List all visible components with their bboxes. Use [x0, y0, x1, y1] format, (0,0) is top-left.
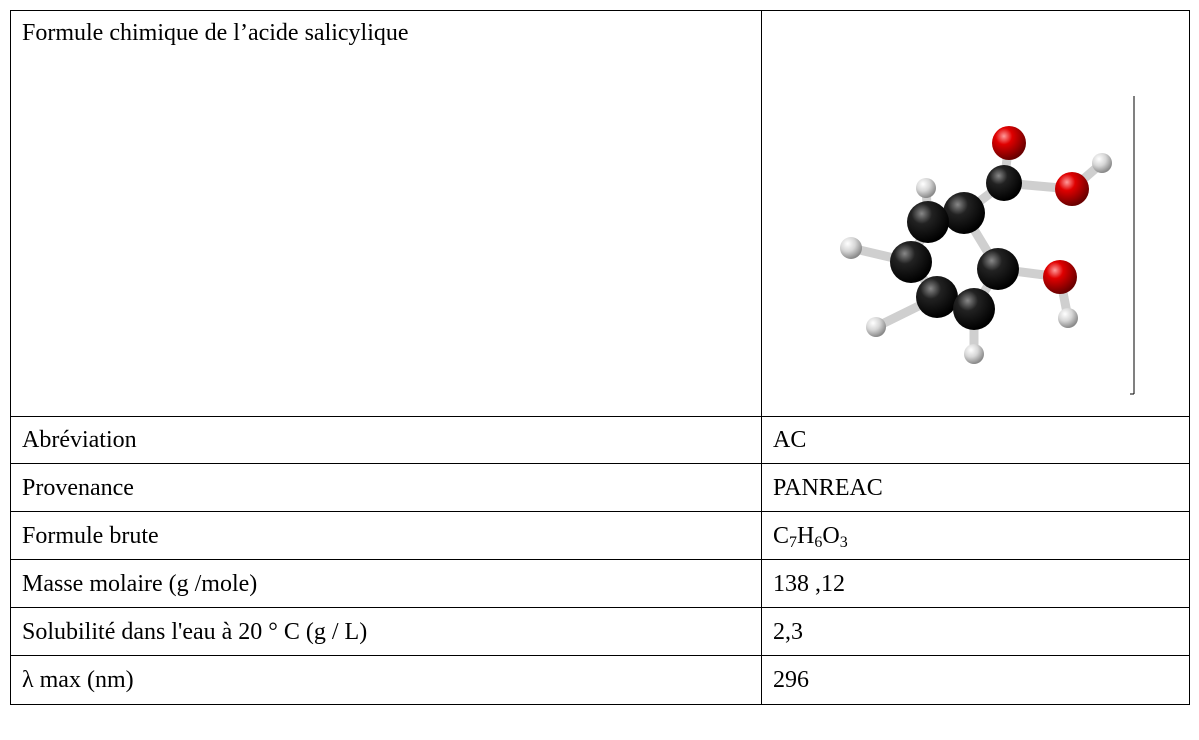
table-row: Masse molaire (g /mole) 138 ,12 [10, 559, 1190, 608]
molecule-atoms [840, 126, 1112, 364]
table-row: Provenance PANREAC [10, 463, 1190, 512]
row-label-lambda-max: λ max (nm) [10, 655, 762, 705]
atom-h2 [840, 237, 862, 259]
row-value-formule-brute: C7H6O3 [761, 511, 1190, 560]
table-row: Abréviation AC [10, 416, 1190, 464]
row-label-formule-brute: Formule brute [10, 511, 762, 560]
atom-o2 [1055, 172, 1089, 206]
atom-c2 [907, 201, 949, 243]
table-row-formula-image: Formule chimique de l’acide salicylique [10, 10, 1190, 417]
atom-c4 [916, 276, 958, 318]
row-label-abreviation: Abréviation [10, 416, 762, 464]
row-value-abreviation: AC [761, 416, 1190, 464]
atom-c5 [953, 288, 995, 330]
atom-h3 [866, 317, 886, 337]
formula-o: O [822, 522, 840, 549]
formula-label: Formule chimique de l’acide salicylique [10, 10, 762, 417]
row-label-solubilite: Solubilité dans l'eau à 20 ° C (g / L) [10, 607, 762, 656]
row-value-provenance: PANREAC [761, 463, 1190, 512]
formula-c: C [773, 522, 790, 549]
formula-o-count: 3 [839, 533, 848, 551]
formula-h: H [797, 522, 815, 549]
atom-o3 [1043, 260, 1077, 294]
row-label-provenance: Provenance [10, 463, 762, 512]
properties-table: Formule chimique de l’acide salicylique [10, 10, 1190, 705]
row-value-solubilite: 2,3 [761, 607, 1190, 656]
row-value-masse-molaire: 138 ,12 [761, 559, 1190, 608]
table-row: Solubilité dans l'eau à 20 ° C (g / L) 2… [10, 607, 1190, 656]
formula-h-count: 6 [814, 533, 823, 551]
row-value-lambda-max: 296 [761, 655, 1190, 705]
molecule-image-cell [761, 10, 1190, 417]
atom-h1 [916, 178, 936, 198]
atom-o1 [992, 126, 1026, 160]
table-row: Formule brute C7H6O3 [10, 511, 1190, 560]
atom-c7 [986, 165, 1022, 201]
salicylic-acid-3d-model-image [840, 96, 1135, 395]
atom-c1 [943, 192, 985, 234]
row-label-masse-molaire: Masse molaire (g /mole) [10, 559, 762, 608]
formula-c-count: 7 [789, 533, 798, 551]
atom-h6 [1058, 308, 1078, 328]
table-row: λ max (nm) 296 [10, 655, 1190, 705]
atom-h5 [1092, 153, 1112, 173]
atom-c3 [890, 241, 932, 283]
atom-c6 [977, 248, 1019, 290]
atom-h4 [964, 344, 984, 364]
